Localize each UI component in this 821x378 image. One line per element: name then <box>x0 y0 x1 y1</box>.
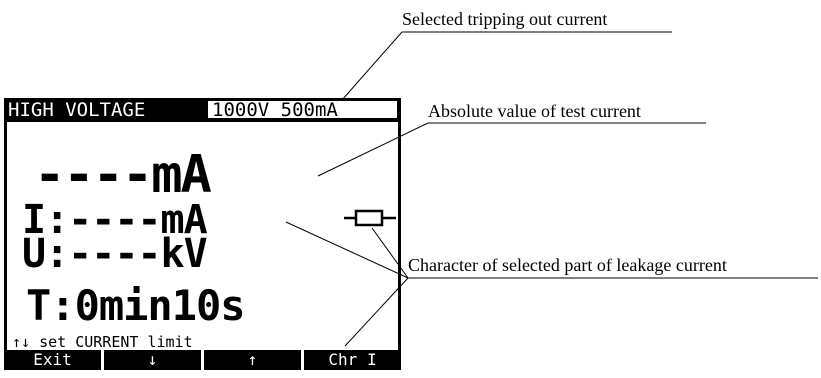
callout-tripping-current: Selected tripping out current <box>402 9 608 29</box>
timer-row: T:0min10s <box>26 281 246 330</box>
tripping-current-value: 1000V 500mA <box>208 101 397 120</box>
lcd-screen: HIGH VOLTAGE 1000V 500mA ----mA I:----mA… <box>4 98 403 370</box>
voltage-row: U:----kV <box>22 231 208 277</box>
function-title: HIGH VOLTAGE <box>4 98 200 122</box>
softkey-character[interactable]: Chr I <box>301 350 401 370</box>
current-row: I:----mA <box>22 197 208 243</box>
hint-text: ↑↓ set CURRENT limit <box>12 333 193 351</box>
softkey-exit[interactable]: Exit <box>33 350 72 369</box>
lcd-title-bar: HIGH VOLTAGE 1000V 500mA <box>4 98 401 122</box>
lcd-frame-right <box>398 122 401 370</box>
softkey-bar: Exit ↓ ↑ Chr I <box>4 350 401 370</box>
lcd-frame-left <box>4 122 7 370</box>
softkey-up[interactable]: ↑ <box>201 350 301 370</box>
callout-leakage-character: Character of selected part of leakage cu… <box>408 255 727 275</box>
callout-absolute-value: Absolute value of test current <box>428 101 641 121</box>
test-current-reading: ----mA <box>34 145 212 205</box>
tripping-current-box: 1000V 500mA <box>200 98 401 122</box>
resistor-symbol-icon <box>344 209 396 227</box>
softkey-down[interactable]: ↓ <box>101 350 201 370</box>
